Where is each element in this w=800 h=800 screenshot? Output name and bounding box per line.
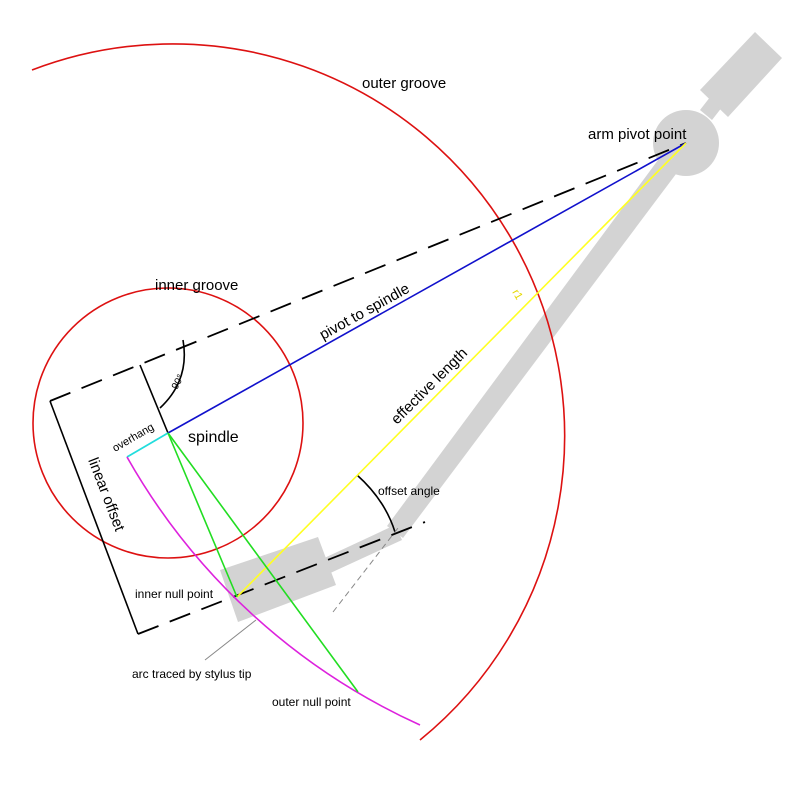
label-linear-offset: linear offset — [84, 455, 128, 534]
arm-tube — [387, 133, 694, 538]
label-outer-groove: outer groove — [362, 75, 446, 92]
overhang-line — [126, 432, 169, 458]
label-inner-null-point: inner null point — [135, 587, 214, 601]
label-spindle: spindle — [188, 429, 239, 446]
counterweight — [700, 32, 782, 117]
label-outer-null-point: outer null point — [272, 695, 351, 709]
label-pivot-to-spindle: pivot to spindle — [317, 280, 413, 343]
right-angle-arc — [159, 339, 186, 409]
label-overhang: overhang — [111, 421, 157, 454]
effective-length-line — [236, 142, 687, 598]
label-arm-pivot-point: arm pivot point — [588, 126, 687, 143]
label-offset-angle: offset angle — [378, 484, 440, 498]
outer-null-line — [167, 432, 359, 693]
headshell-link — [320, 525, 402, 575]
label-inner-groove: inner groove — [155, 277, 238, 294]
inner-groove-circle — [32, 287, 304, 559]
offset-angle-arc — [356, 474, 396, 533]
label-arc-traced: arc traced by stylus tip — [132, 667, 252, 681]
cartridge-axis-dashed-line — [137, 521, 426, 635]
linear-offset-line — [49, 400, 139, 635]
outer-groove-arc — [31, 43, 566, 741]
pivot-reference-dashed-line — [49, 142, 687, 402]
perpendicular-line — [139, 364, 169, 434]
inner-null-line — [167, 432, 238, 598]
stylus-arc — [126, 456, 421, 726]
arc-label-leader — [204, 619, 257, 661]
pivot-to-spindle-line — [167, 142, 687, 434]
label-90-degrees: 90° — [170, 373, 187, 392]
guide-dashed-line — [332, 527, 399, 613]
label-effective-length: effective length — [388, 345, 471, 428]
label-r1: r1 — [509, 288, 524, 302]
tonearm — [220, 32, 782, 622]
